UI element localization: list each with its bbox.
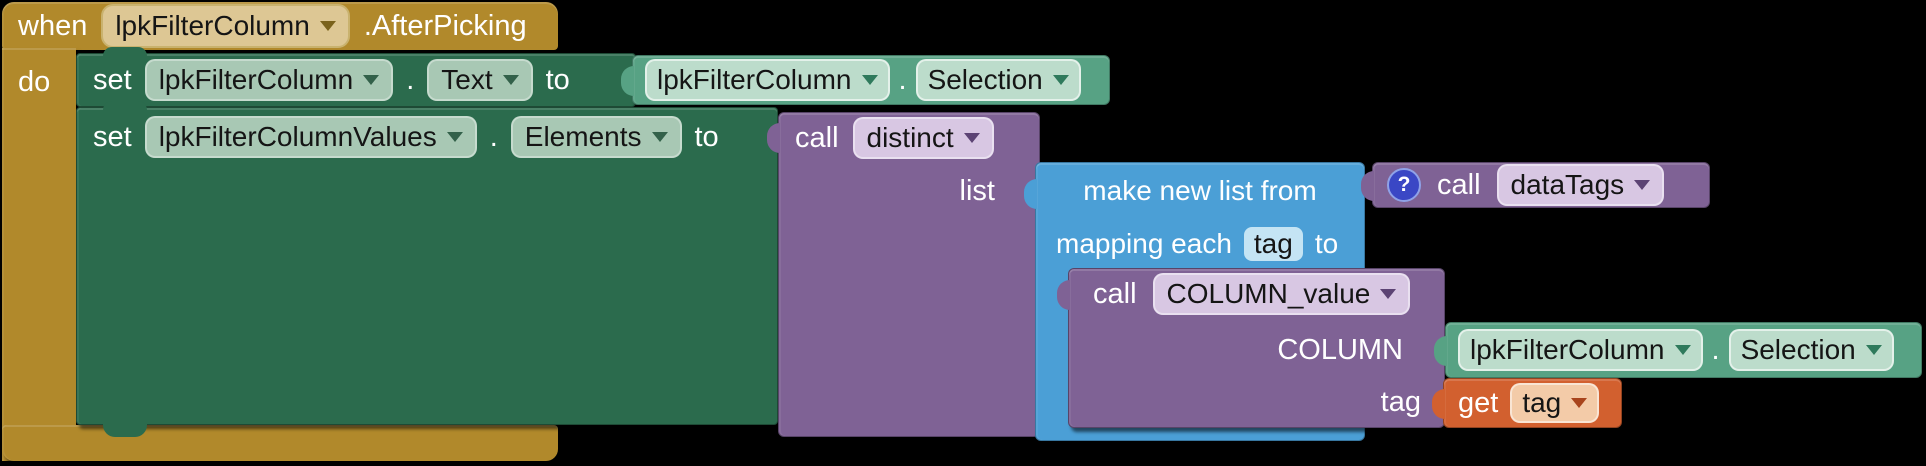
set-text-component-dropdown[interactable]: lpkFilterColumn: [144, 59, 394, 101]
loop-variable-field[interactable]: tag: [1243, 227, 1303, 261]
dropdown-arrow-icon: [446, 132, 463, 142]
call-keyword: call: [795, 121, 839, 154]
plug-tab: [1432, 389, 1445, 419]
dot-separator: .: [1711, 333, 1720, 366]
plug-tab: [1024, 179, 1037, 209]
when-component-dropdown-value: lpkFilterColumn: [115, 10, 310, 41]
when-block-bottom-bar[interactable]: [2, 425, 558, 461]
distinct-procedure-dropdown[interactable]: distinct: [852, 117, 994, 159]
get-tag-block[interactable]: get tag: [1432, 378, 1622, 428]
set-elements-component-dropdown[interactable]: lpkFilterColumnValues: [144, 116, 477, 158]
event-name-label: .AfterPicking: [363, 9, 527, 42]
plug-tab: [1434, 336, 1447, 366]
dropdown-value: lpkFilterColumn: [657, 64, 852, 95]
set-elements-property-dropdown[interactable]: Elements: [510, 116, 682, 158]
selection-getter-block-1[interactable]: lpkFilterColumn . Selection: [621, 55, 1110, 105]
dropdown-value: tag: [1522, 387, 1562, 418]
set-elements-header-row: set lpkFilterColumnValues . Elements to: [77, 108, 777, 166]
dropdown-arrow-icon: [502, 75, 519, 85]
selection-getter-block-2[interactable]: lpkFilterColumn . Selection: [1434, 322, 1922, 378]
set-elements-block[interactable]: set lpkFilterColumnValues . Elements to: [76, 101, 778, 437]
dot-separator: .: [406, 63, 415, 96]
to-label: to: [1314, 228, 1339, 259]
dropdown-value: lpkFilterColumnValues: [158, 121, 437, 152]
dropdown-value: Selection: [1740, 334, 1856, 365]
dropdown-value: Selection: [927, 64, 1043, 95]
dropdown-value: lpkFilterColumn: [1470, 334, 1665, 365]
list-param-label: list: [959, 175, 995, 207]
dot-separator: .: [489, 120, 498, 153]
statement-notch: [103, 101, 147, 110]
set-keyword: set: [93, 120, 132, 153]
call-keyword: call: [1437, 168, 1481, 201]
dropdown-arrow-icon: [1571, 398, 1588, 408]
plug-tab: [767, 123, 780, 153]
make-new-list-from-label: make new list from: [1083, 174, 1317, 206]
column-value-procedure-dropdown[interactable]: COLUMN_value: [1152, 273, 1411, 315]
getter-component-dropdown[interactable]: lpkFilterColumn: [1458, 329, 1703, 371]
dropdown-value: distinct: [866, 122, 954, 153]
dropdown-arrow-icon: [1634, 180, 1651, 190]
call-keyword: call: [1093, 277, 1137, 310]
dropdown-arrow-icon: [1052, 75, 1069, 85]
dropdown-arrow-icon: [861, 75, 878, 85]
getter-component-dropdown[interactable]: lpkFilterColumn: [645, 59, 890, 101]
when-keyword: when: [18, 9, 88, 42]
dropdown-arrow-icon: [363, 75, 380, 85]
tag-param-label: tag: [1380, 386, 1421, 418]
when-component-dropdown[interactable]: lpkFilterColumn: [101, 4, 350, 48]
call-column-value-block[interactable]: call COLUMN_value COLUMN tag: [1057, 268, 1445, 428]
dot-separator: .: [898, 63, 907, 96]
dropdown-arrow-icon: [319, 21, 336, 31]
plug-tab: [1361, 171, 1374, 201]
do-label: do: [18, 66, 51, 98]
dropdown-value: dataTags: [1510, 169, 1625, 200]
getter-property-dropdown[interactable]: Selection: [915, 59, 1081, 101]
dropdown-value: COLUMN_value: [1166, 278, 1371, 309]
get-keyword: get: [1458, 386, 1499, 419]
to-label: to: [545, 63, 570, 96]
dropdown-arrow-icon: [1865, 345, 1882, 355]
when-event-block-header[interactable]: when lpkFilterColumn .AfterPicking: [2, 2, 558, 50]
set-text-property-dropdown[interactable]: Text: [427, 59, 533, 101]
set-text-block[interactable]: set lpkFilterColumn . Text to: [76, 47, 636, 107]
dropdown-arrow-icon: [1674, 345, 1691, 355]
dropdown-arrow-icon: [651, 132, 668, 142]
make-list-row: make new list from: [1036, 163, 1364, 218]
to-label: to: [694, 120, 719, 153]
mapping-each-label: mapping each: [1056, 228, 1232, 259]
datatags-procedure-dropdown[interactable]: dataTags: [1496, 164, 1665, 206]
mapping-row: mapping each tag to: [1036, 218, 1364, 270]
plug-tab: [621, 66, 634, 96]
call-distinct-header-row: call distinct: [779, 113, 1039, 163]
when-block-left-wall[interactable]: [2, 48, 76, 461]
call-column-value-header-row: call COLUMN_value: [1069, 269, 1444, 319]
column-param-label: COLUMN: [1277, 334, 1403, 366]
warning-question-mark: ?: [1397, 173, 1411, 196]
set-keyword: set: [93, 63, 132, 96]
get-variable-dropdown[interactable]: tag: [1510, 383, 1600, 423]
dropdown-arrow-icon: [963, 133, 980, 143]
dropdown-value: Elements: [524, 121, 642, 152]
warning-question-badge[interactable]: ?: [1387, 168, 1421, 202]
statement-notch: [103, 47, 147, 56]
loop-variable-value: tag: [1253, 228, 1293, 259]
next-statement-bump: [103, 423, 147, 437]
call-distinct-block[interactable]: call distinct list: [767, 112, 1040, 437]
dropdown-value: Text: [441, 64, 493, 95]
plug-tab: [1057, 280, 1070, 310]
dropdown-arrow-icon: [1380, 289, 1397, 299]
getter-property-dropdown[interactable]: Selection: [1728, 329, 1894, 371]
dropdown-value: lpkFilterColumn: [158, 64, 354, 95]
call-datatags-block[interactable]: ? call dataTags: [1361, 162, 1710, 208]
